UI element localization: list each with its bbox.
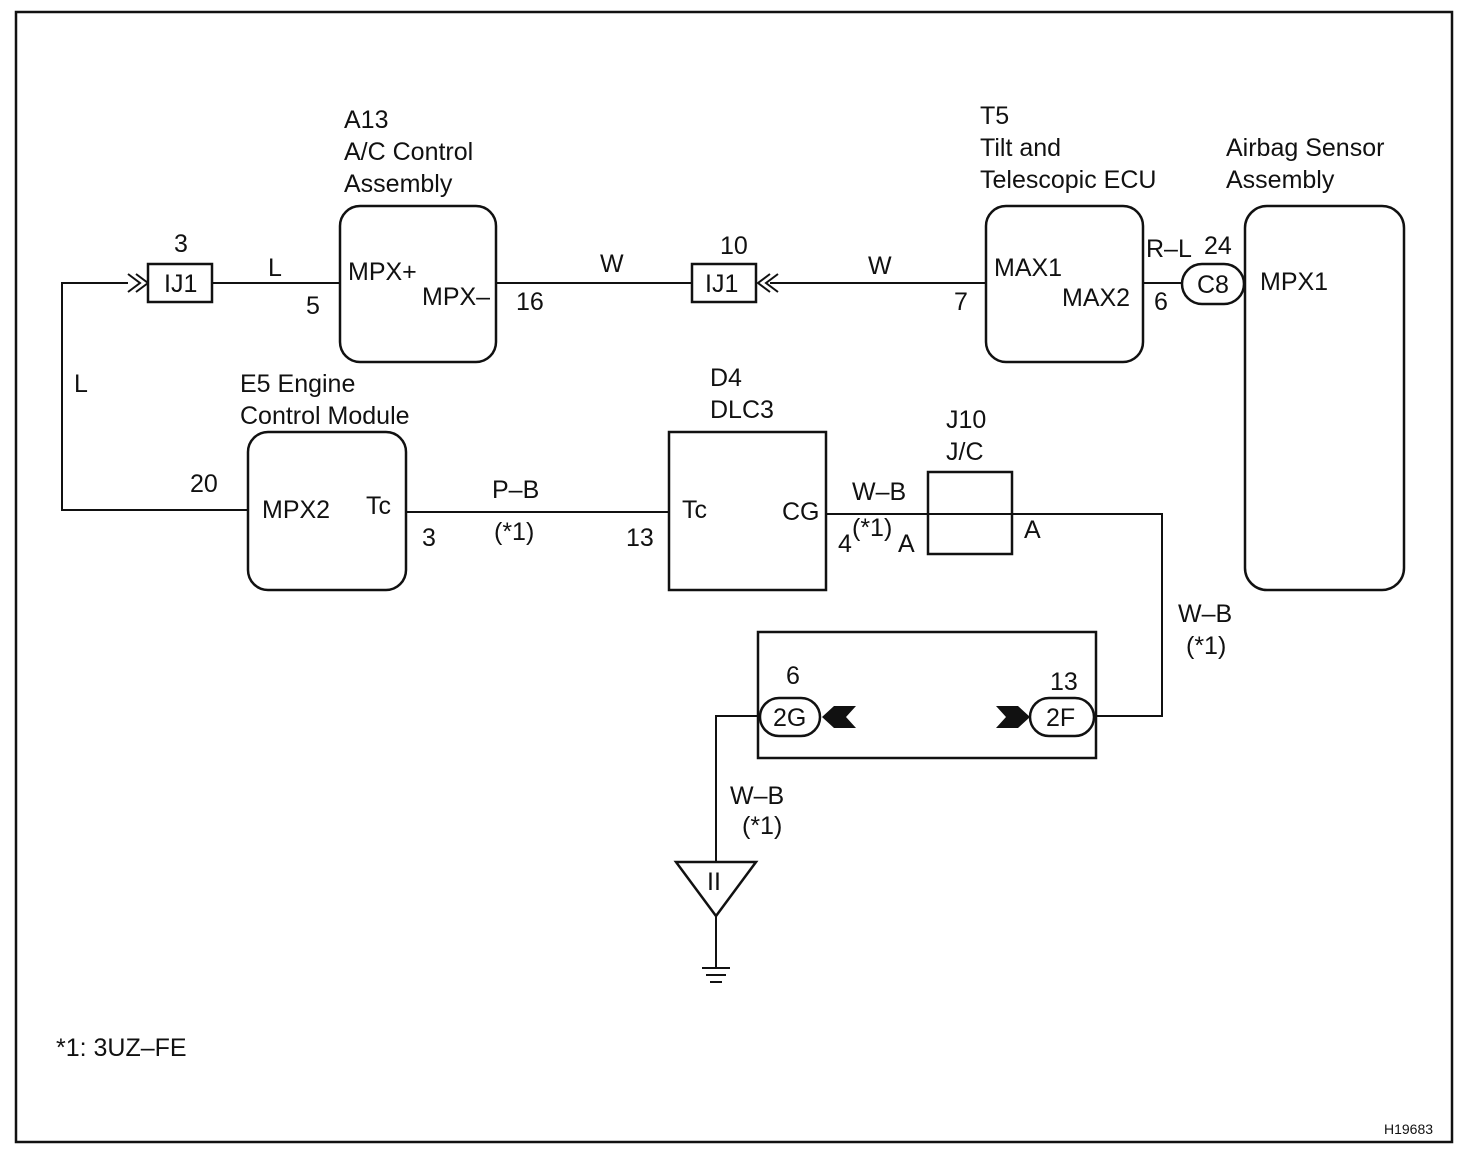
e5-box	[246, 430, 408, 592]
conn-2g-arrow-icon	[822, 706, 856, 728]
wire-label-w-b-ground-note: (*1)	[742, 812, 782, 840]
j10-name: J/C	[946, 438, 984, 466]
airbag-name-line2: Assembly	[1226, 166, 1335, 194]
airbag-sensor-assembly: Airbag Sensor Assembly MPX1 24	[1204, 134, 1406, 592]
a13-code: A13	[344, 106, 388, 134]
j10-pin-a-left: A	[898, 530, 915, 558]
a13-pin-mpx-minus: MPX–	[422, 283, 490, 311]
ij1-left-box	[146, 262, 214, 304]
conn-2f-body	[1028, 696, 1096, 738]
ij1-left-connector: 3 IJ1	[127, 230, 214, 304]
d4-box	[667, 430, 828, 592]
e5-pin-3: 3	[422, 524, 436, 552]
d4-pin-cg: CG	[782, 498, 820, 526]
airbag-pin-24: 24	[1204, 232, 1232, 260]
ij1-mid-connector: 10 IJ1	[690, 232, 779, 304]
wire-label-l-left: L	[74, 370, 88, 398]
j10-code: J10	[946, 406, 986, 434]
airbag-box	[1243, 204, 1406, 592]
diagram-frame	[14, 10, 1454, 1144]
ij1-left-arrow	[127, 273, 150, 293]
ij1-mid-box	[690, 262, 758, 304]
t5-name-line2: Telescopic ECU	[980, 166, 1156, 194]
conn-2f-pin: 13	[1050, 668, 1078, 696]
j10-junction-connector: J10 J/C A A	[898, 406, 1041, 558]
ij1-mid-pin: 10	[720, 232, 748, 260]
airbag-name-line1: Airbag Sensor	[1226, 134, 1384, 162]
c8-label: C8	[1197, 271, 1229, 299]
a13-pin-16: 16	[516, 288, 544, 316]
a13-pin-5: 5	[306, 292, 320, 320]
wire-label-r-l: R–L	[1146, 235, 1192, 263]
e5-pin-20: 20	[190, 470, 218, 498]
wire-label-l-top: L	[268, 254, 282, 282]
t5-pin-6: 6	[1154, 288, 1168, 316]
junction-block-2g-2f: 6 2G 13 2F	[756, 630, 1098, 760]
conn-2g-label: 2G	[773, 704, 806, 732]
ground-symbol-icon	[702, 967, 730, 983]
wire-label-w-left: W	[600, 250, 624, 278]
conn-2g-body	[758, 696, 822, 738]
ij1-mid-label: IJ1	[705, 270, 738, 298]
d4-dlc3: D4 DLC3 Tc CG 13	[626, 364, 828, 592]
junction-block-frame	[756, 630, 1098, 760]
wire-label-w-b-note: (*1)	[852, 514, 892, 542]
d4-name: DLC3	[710, 396, 774, 424]
a13-box	[338, 204, 498, 364]
e5-pin-tc: Tc	[366, 492, 391, 520]
t5-box	[984, 204, 1145, 364]
d4-pin-13: 13	[626, 524, 654, 552]
wire-label-w-b-right-note: (*1)	[1186, 632, 1226, 660]
e5-engine-control-module: E5 Engine Control Module MPX2 Tc 20 3	[190, 370, 436, 592]
wire-w-b-ground	[715, 715, 758, 862]
d4-pin-tc: Tc	[682, 496, 707, 524]
ground-point: II	[673, 860, 759, 983]
c8-connector: C8	[1180, 262, 1246, 306]
e5-pin-mpx2: MPX2	[262, 496, 330, 524]
d4-code: D4	[710, 364, 742, 392]
wire-l-left	[61, 282, 250, 511]
wire-label-w-b-pin: 4	[838, 530, 852, 558]
t5-pin-max1: MAX1	[994, 254, 1062, 282]
conn-2g-pin: 6	[786, 662, 800, 690]
ground-label: II	[707, 868, 721, 896]
ground-triangle	[673, 860, 759, 919]
wires	[61, 282, 1184, 968]
t5-pin-7: 7	[954, 288, 968, 316]
t5-name-line1: Tilt and	[980, 134, 1061, 162]
a13-ac-control-assembly: A13 A/C Control Assembly MPX+ MPX– 5 16	[306, 106, 544, 364]
t5-code: T5	[980, 102, 1009, 130]
footnote: *1: 3UZ–FE	[56, 1034, 187, 1062]
a13-name-line2: Assembly	[344, 170, 453, 198]
wire-label-w-b-right: W–B	[1178, 600, 1232, 628]
ij1-mid-arrow	[756, 273, 779, 293]
e5-name-line2: Control Module	[240, 402, 410, 430]
ij1-left-label: IJ1	[164, 270, 197, 298]
t5-pin-max2: MAX2	[1062, 284, 1130, 312]
a13-pin-mpx-plus: MPX+	[348, 258, 417, 286]
wire-label-w-right: W	[868, 252, 892, 280]
a13-name-line1: A/C Control	[344, 138, 473, 166]
t5-tilt-telescopic-ecu: T5 Tilt and Telescopic ECU MAX1 MAX2 7 6	[954, 102, 1168, 364]
wire-label-w-b-ground: W–B	[730, 782, 784, 810]
e5-name-line1: E5 Engine	[240, 370, 355, 398]
conn-2f-label: 2F	[1046, 704, 1075, 732]
airbag-pin-mpx1: MPX1	[1260, 268, 1328, 296]
conn-2f-arrow-icon	[996, 706, 1030, 728]
wire-label-p-b: P–B	[492, 476, 539, 504]
j10-pin-a-right: A	[1024, 516, 1041, 544]
ij1-left-pin: 3	[174, 230, 188, 258]
wire-label-w-b-top: W–B	[852, 478, 906, 506]
wire-label-p-b-note: (*1)	[494, 518, 534, 546]
drawing-id: H19683	[1384, 1121, 1433, 1137]
